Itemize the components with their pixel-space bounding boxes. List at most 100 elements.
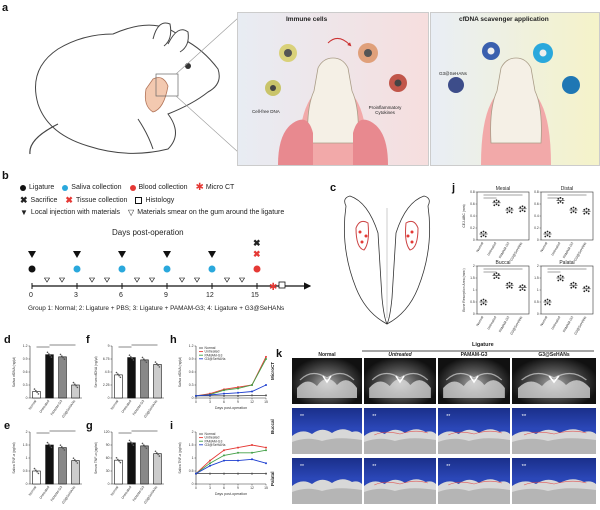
data-point	[570, 211, 573, 214]
data-point	[557, 275, 560, 278]
data-point	[506, 282, 509, 285]
smear-triangle-icon	[178, 277, 186, 283]
y-tick-label: 0.4	[534, 214, 539, 218]
data-point	[583, 286, 586, 289]
x-tick-label: 6	[223, 400, 225, 404]
x-tick-label: Normal	[539, 241, 548, 253]
data-point	[585, 285, 588, 288]
panel-label-j: j	[452, 182, 456, 194]
series-point	[237, 472, 239, 475]
scavenger-scene: cfDNA scavenger application G3@SeHANs	[430, 12, 600, 166]
series-point	[223, 394, 225, 397]
data-point	[587, 286, 590, 289]
series-point	[223, 472, 225, 475]
series-point	[251, 472, 253, 475]
data-point	[548, 235, 551, 238]
data-point	[574, 286, 577, 289]
y-tick-label: 1.2	[23, 344, 28, 348]
panel-label-d: d	[4, 334, 11, 346]
data-point	[572, 210, 575, 213]
data-point	[495, 199, 498, 202]
tissue-x-icon: ✖	[253, 249, 261, 259]
y-tick-label: 1	[473, 288, 475, 292]
data-point	[493, 204, 496, 207]
sacrifice-x-icon: ✖	[253, 238, 261, 248]
data-point	[36, 391, 38, 394]
data-point	[118, 460, 120, 462]
data-point	[37, 472, 40, 475]
k-row-label-palatal: Palatal	[270, 471, 275, 486]
saliva-dot-icon	[73, 265, 81, 273]
microct-star-icon: ✱	[269, 282, 277, 293]
y-tick-label: 0.6	[23, 370, 28, 374]
y-tick-label: 0.5	[470, 300, 475, 304]
svg-text:**: **	[372, 414, 376, 420]
data-point	[497, 273, 500, 275]
injection-triangle-icon	[208, 251, 216, 258]
data-point	[50, 446, 53, 449]
data-point	[548, 231, 551, 234]
y-tick-label: 1.5	[470, 276, 475, 280]
y-tick-label: 0.3	[23, 383, 28, 387]
data-point	[559, 274, 562, 277]
x-tick-label: PAMAM-G3	[562, 241, 574, 259]
data-point	[585, 207, 588, 210]
data-point	[587, 212, 590, 215]
x-tick-label: PAMAM-G3	[498, 315, 510, 333]
y-tick-label: 2	[192, 430, 194, 434]
svg-text:**: **	[446, 464, 450, 470]
panel-label-c: c	[330, 182, 337, 194]
x-tick-label: 15	[264, 486, 268, 490]
blood-dot-icon	[253, 265, 261, 273]
data-point	[50, 356, 53, 358]
data-point	[74, 383, 76, 385]
group-description: Group 1: Normal; 2: Ligature + PBS; 3: L…	[28, 305, 285, 312]
bar-g3-sehans	[153, 453, 162, 485]
y-tick-label: 0	[192, 482, 194, 486]
x-tick-label: Untreated	[550, 315, 561, 330]
data-point	[523, 210, 526, 213]
panel-label-f: f	[86, 334, 90, 346]
legend-ligature: Ligature	[29, 184, 55, 191]
x-tick-label: Untreated	[39, 485, 51, 500]
data-point	[546, 298, 549, 301]
series-point	[209, 393, 211, 396]
legend-label: Normal	[205, 432, 216, 436]
panel-label-e: e	[4, 420, 11, 432]
y-axis-label: Serum cfDNA (ng/μl)	[94, 356, 98, 387]
data-point	[76, 462, 79, 464]
y-axis-label: Bone Resorption Area (mm²)	[462, 268, 466, 311]
data-point	[561, 202, 564, 204]
smear-triangle-icon	[148, 277, 156, 283]
sacrifice-x-icon: ✖	[20, 195, 28, 205]
data-point	[62, 447, 64, 450]
k-image-microct-pamam-g3	[438, 358, 510, 404]
series-point	[237, 451, 239, 454]
data-point	[154, 450, 157, 453]
y-tick-label: 0	[108, 482, 110, 486]
k-col-header-normal: Normal	[318, 352, 336, 358]
data-point	[506, 211, 509, 214]
legend-label: Untreated	[205, 436, 220, 440]
data-point	[585, 211, 588, 214]
plot-frame	[476, 265, 530, 315]
data-point	[544, 299, 547, 302]
microct-star-icon: ✱	[195, 182, 204, 193]
smear-triangle-icon	[238, 277, 246, 283]
data-point	[62, 356, 64, 359]
k-row-label-buccal: Buccal	[270, 419, 275, 434]
data-point	[544, 235, 547, 238]
cellfree-label: Cell-free DNA	[252, 109, 280, 114]
svg-text:**: **	[446, 414, 450, 420]
data-point	[519, 285, 522, 287]
ligature-dot-icon	[28, 265, 36, 273]
data-point	[497, 204, 500, 207]
legend-microct: Micro CT	[205, 184, 235, 191]
data-point	[587, 208, 590, 211]
data-point	[506, 207, 509, 210]
x-tick-label: Normal	[28, 399, 38, 410]
tick-9: 9	[164, 292, 168, 299]
data-point	[144, 359, 146, 362]
